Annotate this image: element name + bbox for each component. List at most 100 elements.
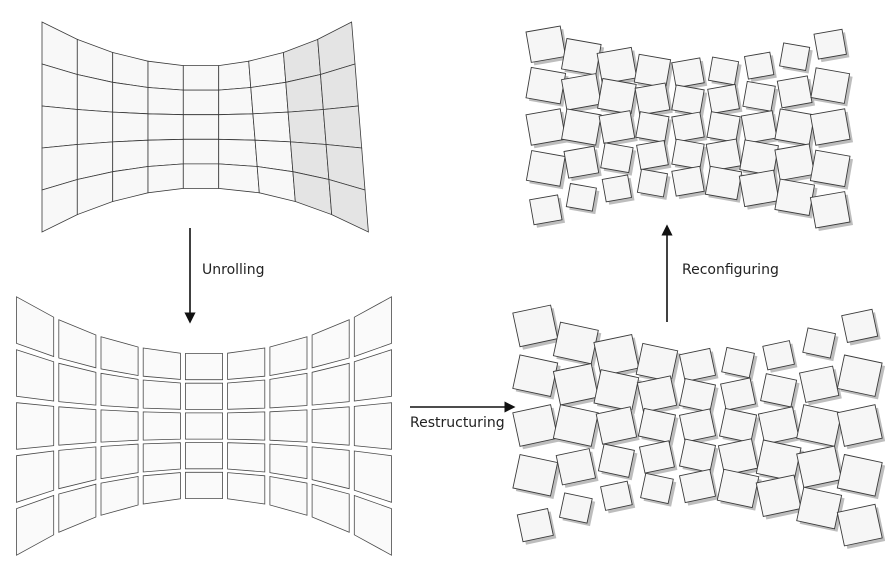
reconfigured-tile — [671, 111, 705, 143]
reconfigured-tile — [774, 178, 816, 217]
surface-cell — [76, 171, 114, 216]
restructured-tile — [636, 375, 678, 413]
unrolled-tiles — [16, 296, 392, 556]
reconfigured-tile — [738, 169, 780, 208]
surface-cell — [218, 163, 260, 194]
restructured-tile — [678, 438, 717, 473]
reconfigured-tile — [671, 57, 705, 89]
restructured-tile — [757, 406, 800, 445]
restructured-tile — [678, 347, 717, 383]
reconfigured-tile — [704, 165, 743, 201]
unrolled-tile — [142, 442, 181, 473]
unrolled-tile — [16, 296, 55, 358]
unrolled-tile — [227, 379, 266, 410]
reconfigured-tile — [671, 138, 705, 170]
surface-cell — [182, 114, 220, 140]
surface-cell — [250, 81, 289, 115]
restructured-tile — [721, 346, 755, 379]
reconfigured-tile — [525, 150, 566, 187]
restructured-tile — [798, 365, 840, 403]
surface-cell — [41, 105, 78, 149]
reconfigured-tile — [597, 77, 637, 115]
reconfigured-tile — [779, 42, 811, 72]
restructured-tile — [558, 492, 593, 524]
reconfigured-tile — [560, 73, 602, 111]
restructured-tile — [595, 406, 638, 445]
reconfigured-tile — [707, 56, 740, 86]
unrolled-tile — [184, 412, 224, 440]
restructured-tile — [836, 453, 883, 497]
unrolled-tile — [142, 472, 181, 505]
restructured-tile — [836, 354, 883, 397]
unrolled-tile — [269, 409, 308, 443]
restructured-tile — [796, 404, 843, 447]
unrolled-tile — [353, 450, 392, 503]
restructured-tile — [762, 340, 795, 371]
surface-cell — [147, 87, 184, 116]
unrolled-tile — [353, 494, 392, 556]
unrolled-tile — [353, 402, 392, 450]
restructured-tile — [796, 445, 843, 489]
curved-surface-mesh — [41, 21, 369, 233]
restructured-tile — [600, 480, 633, 511]
restructured-tile — [635, 342, 679, 383]
reconfigured-tile — [809, 191, 851, 229]
unrolled-tile — [311, 362, 350, 406]
surface-cell — [218, 87, 254, 116]
restructured-tile — [552, 362, 599, 406]
reconfigured-tile — [560, 37, 602, 76]
reconfigured-woven-surface — [525, 25, 853, 231]
unrolled-tile — [58, 446, 97, 490]
restructured-woven-pattern — [512, 304, 885, 549]
unrolled-tile — [16, 349, 55, 402]
unrolled-tile — [311, 319, 350, 369]
restructured-tile — [512, 354, 559, 398]
reconfigured-tile — [707, 83, 740, 115]
restructured-tile — [640, 472, 674, 505]
unrolled-tile — [100, 372, 139, 409]
surface-cell — [112, 166, 149, 203]
reconfigured-tile — [743, 51, 775, 80]
surface-cell — [147, 60, 184, 91]
unrolled-tile — [184, 382, 224, 410]
reconfigured-tile — [634, 82, 671, 116]
unrolled-tile — [58, 319, 97, 369]
restructured-tile — [678, 408, 717, 443]
reconfigured-tile — [776, 75, 813, 109]
reconfigured-tile — [525, 108, 567, 146]
reconfigured-tile — [810, 67, 851, 104]
unrolled-tile — [184, 442, 224, 470]
restructured-tile — [512, 304, 559, 348]
unrolled-tile — [100, 336, 139, 376]
restructured-tile — [593, 369, 640, 412]
surface-cell — [248, 51, 287, 88]
unrolled-tile — [353, 349, 392, 402]
unrolled-tile — [100, 476, 139, 516]
reconfigured-tile — [774, 108, 815, 146]
unrolled-tile — [16, 450, 55, 503]
unrolled-tile — [269, 372, 308, 409]
unrolled-tile — [269, 336, 308, 376]
surface-cell — [218, 113, 256, 141]
surface-cell — [322, 105, 363, 149]
unrolled-tile — [142, 411, 181, 441]
surface-cell — [287, 109, 327, 145]
reconfigured-tile — [600, 142, 634, 174]
reconfigured-tile — [809, 149, 851, 188]
surface-cell — [182, 163, 220, 189]
restructured-tile — [678, 468, 717, 504]
reconfigured-tile — [636, 139, 669, 171]
unrolled-tile — [58, 362, 97, 406]
restructured-tile — [516, 507, 554, 543]
unrolled-tile — [16, 494, 55, 556]
restructured-tile — [678, 378, 717, 413]
surface-cell — [218, 138, 258, 167]
restructured-tile — [718, 407, 758, 444]
unrolled-tile — [16, 402, 55, 450]
restructured-tile — [637, 407, 677, 444]
reconfigured-tile — [563, 145, 600, 179]
surface-cell — [182, 89, 220, 116]
reconfigured-tile — [565, 182, 597, 212]
reconfigured-tile — [598, 110, 636, 144]
